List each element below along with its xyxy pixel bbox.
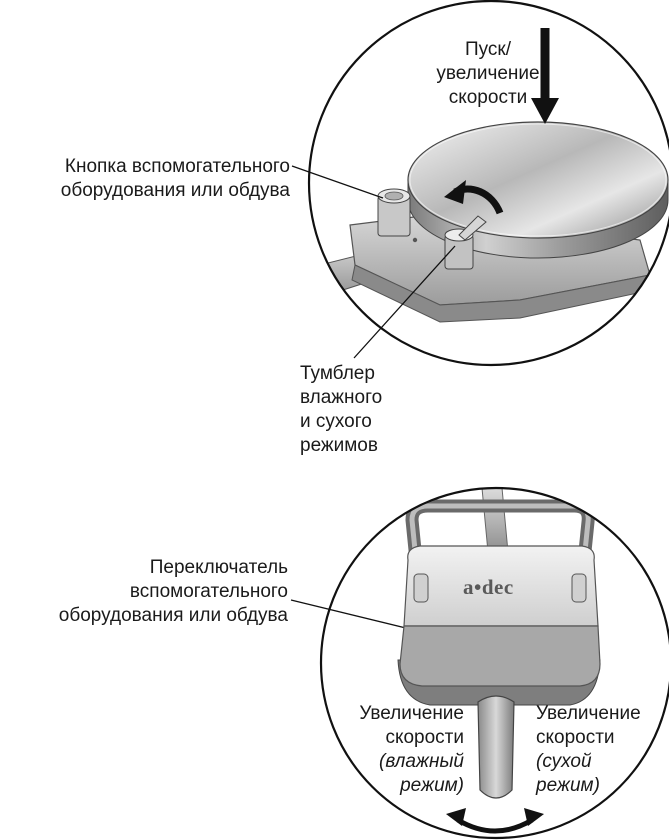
speed-wet-line-3: (влажный xyxy=(340,750,464,774)
wet-dry-toggle-label: Тумблер влажного и сухого режимов xyxy=(300,362,382,458)
aux-button-line-2: оборудования или обдува xyxy=(60,179,290,203)
speed-dry-line-1: Увеличение xyxy=(536,702,641,726)
speed-dry-line-3: (сухой xyxy=(536,750,641,774)
adec-logo: a•dec xyxy=(463,575,514,600)
aux-switch-line-3: оборудования или обдува xyxy=(40,604,288,628)
speed-wet-line-4: режим) xyxy=(340,774,464,798)
toggle-line-2: влажного xyxy=(300,386,382,410)
speed-wet-line-2: скорости xyxy=(340,726,464,750)
aux-button-label: Кнопка вспомогательного оборудования или… xyxy=(60,155,290,203)
aux-button-leader xyxy=(292,166,383,198)
aux-switch-leader xyxy=(291,600,414,630)
start-line-1: Пуск/ xyxy=(428,38,548,62)
start-speed-label: Пуск/ увеличение скорости xyxy=(428,38,548,110)
aux-switch-line-2: вспомогательного xyxy=(40,580,288,604)
toggle-line-1: Тумблер xyxy=(300,362,382,386)
start-line-3: скорости xyxy=(428,86,548,110)
speed-dry-line-2: скорости xyxy=(536,726,641,750)
aux-switch-label: Переключатель вспомогательного оборудова… xyxy=(40,556,288,628)
speed-wet-label: Увеличение скорости (влажный режим) xyxy=(340,702,464,798)
toggle-line-4: режимов xyxy=(300,434,382,458)
speed-dry-line-4: режим) xyxy=(536,774,641,798)
disc-pedal-closeup xyxy=(300,122,668,322)
aux-switch-line-1: Переключатель xyxy=(40,556,288,580)
speed-wet-line-1: Увеличение xyxy=(340,702,464,726)
speed-dry-label: Увеличение скорости (сухой режим) xyxy=(536,702,641,798)
start-line-2: увеличение xyxy=(428,62,548,86)
toggle-line-3: и сухого xyxy=(300,410,382,434)
aux-button-line-1: Кнопка вспомогательного xyxy=(60,155,290,179)
lever-arrow xyxy=(458,820,532,831)
